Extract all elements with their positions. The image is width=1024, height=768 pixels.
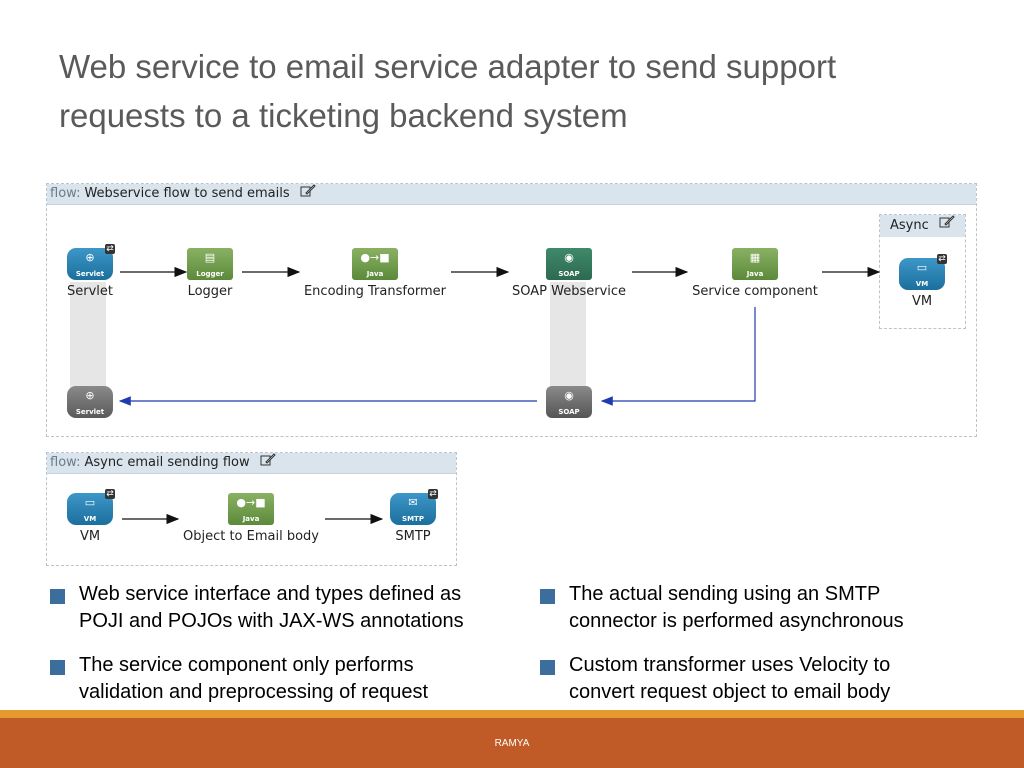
object-to-email-node[interactable]: ●→■ Java — [228, 493, 274, 525]
edit-pencil-icon[interactable] — [260, 453, 276, 474]
outbound-badge-icon: ⇄ — [937, 254, 947, 264]
flow-arrows — [118, 266, 881, 406]
logger-node[interactable]: ▤ Logger — [187, 248, 233, 280]
flow-keyword: flow: — [50, 455, 81, 470]
node-label: Object to Email body — [182, 529, 320, 544]
node-caption: SOAP — [558, 408, 580, 416]
node-label: Encoding Transformer — [303, 284, 447, 299]
bullet-text: convert request object to email body — [569, 681, 891, 703]
globe-icon: ◉ — [564, 389, 574, 402]
flow-name: Async email sending flow — [84, 455, 250, 470]
node-caption: Servlet — [75, 270, 105, 278]
servlet-response-lane — [70, 282, 106, 390]
bullet-square-icon — [50, 660, 65, 675]
node-caption: SOAP — [558, 270, 580, 278]
footer-bar: RAMYA — [0, 718, 1024, 768]
footer-text: RAMYA — [494, 738, 530, 749]
flow-arrows — [122, 513, 384, 525]
bullet-square-icon — [540, 660, 555, 675]
inbound-badge-icon: ⇄ — [105, 244, 115, 254]
flow-name: Webservice flow to send emails — [84, 186, 290, 201]
slide-title-line1: Web service to email service adapter to … — [59, 48, 837, 85]
async-email-flow: flow:Async email sending flow ▭ VM ⇄ VM … — [46, 452, 457, 566]
vm-icon: ▭ — [84, 496, 96, 509]
bullet-square-icon — [540, 589, 555, 604]
node-caption: Java — [746, 270, 764, 278]
node-caption: Java — [242, 515, 260, 523]
bullet-text: The actual sending using an SMTP — [569, 583, 881, 605]
bullet-text: The service component only performs — [79, 654, 414, 676]
inbound-badge-icon: ⇄ — [105, 489, 115, 499]
servlet-endpoint-node[interactable]: ⊕ Servlet ⇄ — [67, 244, 115, 280]
bullet-square-icon — [50, 589, 65, 604]
node-label: VM — [79, 529, 101, 544]
bullet-text: validation and preprocessing of request — [79, 681, 429, 703]
node-caption: SMTP — [402, 515, 424, 523]
flow-header: flow:Async email sending flow — [47, 453, 456, 474]
soap-webservice-node[interactable]: ◉ SOAP — [546, 248, 592, 280]
node-label: Servlet — [67, 284, 113, 299]
envelope-icon: ✉ — [408, 496, 418, 509]
service-component-node[interactable]: ▦ Java — [732, 248, 778, 280]
flow-keyword: flow: — [50, 186, 81, 201]
globe-icon: ◉ — [564, 251, 574, 264]
servlet-response-node[interactable]: ⊕ Servlet — [67, 386, 113, 418]
bullet-text: connector is performed asynchronous — [569, 610, 904, 632]
async-label: Async — [890, 218, 929, 233]
globe-icon: ⊕ — [85, 389, 95, 402]
outbound-badge-icon: ⇄ — [428, 489, 438, 499]
bullet-text: POJI and POJOs with JAX-WS annotations — [79, 610, 464, 632]
node-label: VM — [911, 294, 933, 309]
node-caption: Servlet — [75, 408, 105, 416]
soap-response-lane — [550, 282, 586, 390]
transform-icon: ●→■ — [236, 496, 266, 509]
footer-accent-line — [0, 710, 1024, 718]
bullet-text: Custom transformer uses Velocity to — [569, 654, 891, 676]
logger-icon: ▤ — [204, 251, 216, 264]
vm-outbound-node[interactable]: ▭ VM ⇄ — [899, 254, 947, 290]
node-caption: Logger — [196, 270, 224, 278]
encoding-transformer-node[interactable]: ●→■ Java — [352, 248, 398, 280]
return-arrow — [600, 307, 756, 406]
component-icon: ▦ — [749, 251, 761, 264]
node-caption: VM — [83, 515, 97, 523]
slide-title: Web service to email service adapter to … — [59, 42, 959, 140]
node-label: SOAP Webservice — [511, 284, 627, 299]
bullet-text: Web service interface and types defined … — [79, 583, 462, 605]
flow-header: flow:Webservice flow to send emails — [47, 184, 976, 205]
node-label: Logger — [187, 284, 233, 299]
node-caption: Java — [366, 270, 384, 278]
edit-pencil-icon[interactable] — [939, 215, 955, 237]
node-caption: VM — [915, 280, 929, 288]
edit-pencil-icon[interactable] — [300, 184, 316, 205]
node-label: SMTP — [395, 529, 431, 544]
vm-icon: ▭ — [916, 261, 928, 274]
node-label: Service component — [692, 284, 818, 299]
webservice-flow: flow:Webservice flow to send emails Asyn… — [46, 183, 977, 437]
slide-title-line2: requests to a ticketing backend system — [59, 97, 628, 134]
smtp-node[interactable]: ✉ SMTP ⇄ — [390, 489, 438, 525]
vm-inbound-node[interactable]: ▭ VM ⇄ — [67, 489, 115, 525]
globe-icon: ⊕ — [85, 251, 95, 264]
soap-response-node[interactable]: ◉ SOAP — [546, 386, 592, 418]
transform-icon: ●→■ — [360, 251, 390, 264]
